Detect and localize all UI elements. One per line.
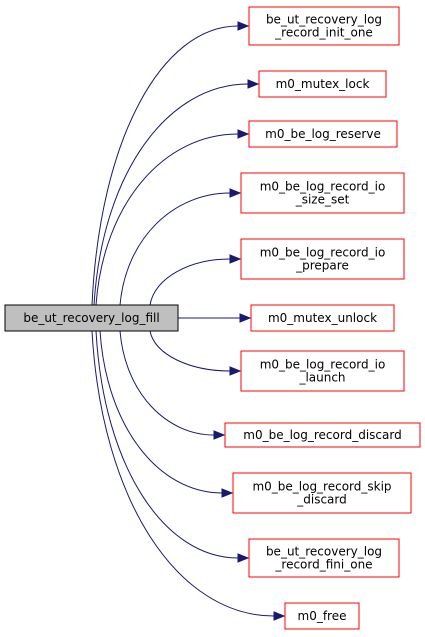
callee-node-be-ut-recovery-log-record-init-one[interactable]: be_ut_recovery_log_record_init_one xyxy=(248,6,400,46)
call-edge-be-ut-recovery-log-record-fini-one xyxy=(95,330,250,563)
node-label-line: _launch xyxy=(298,371,345,385)
node-label-line: _record_fini_one xyxy=(274,558,372,572)
callee-node-be-ut-recovery-log-record-fini-one[interactable]: be_ut_recovery_log_record_fini_one xyxy=(248,538,400,578)
call-edge-m0-free xyxy=(91,330,286,621)
node-label-line: be_ut_recovery_log xyxy=(266,13,382,27)
root-node-box xyxy=(4,304,179,332)
callee-node-box xyxy=(240,238,405,280)
callee-node-box xyxy=(258,70,387,98)
callee-node-box xyxy=(248,120,398,148)
callee-node-m0-be-log-record-skip-discard[interactable]: m0_be_log_record_skip_discard xyxy=(232,472,412,514)
callee-node-m0-be-log-reserve[interactable]: m0_be_log_reserve xyxy=(248,120,398,148)
callee-node-m0-mutex-unlock[interactable]: m0_mutex_unlock xyxy=(250,304,395,332)
call-edge-m0-mutex-unlock xyxy=(178,313,252,323)
node-label-line: _size_set xyxy=(295,193,350,207)
call-edge-m0-be-log-record-skip-discard xyxy=(99,330,234,498)
node-label-line: m0_mutex_lock xyxy=(276,77,370,91)
node-label-line: _record_init_one xyxy=(274,26,373,40)
callee-node-m0-be-log-record-discard[interactable]: m0_be_log_record_discard xyxy=(224,422,421,448)
node-label-line: m0_be_log_reserve xyxy=(265,127,381,141)
node-label-line: m0_be_log_record_discard xyxy=(243,428,401,442)
node-label-line: m0_be_log_record_skip xyxy=(252,480,391,494)
callee-node-box xyxy=(284,602,360,630)
node-label-line: m0_be_log_record_io xyxy=(260,358,386,372)
callee-node-m0-be-log-record-io-launch[interactable]: m0_be_log_record_io_launch xyxy=(240,350,405,392)
root-function-node[interactable]: be_ut_recovery_log_fill xyxy=(4,304,179,332)
callee-node-box xyxy=(224,422,421,448)
call-edge-m0-be-log-record-io-launch xyxy=(149,330,242,376)
callee-node-box xyxy=(248,538,400,578)
callee-node-m0-mutex-lock[interactable]: m0_mutex_lock xyxy=(258,70,387,98)
callee-node-box xyxy=(250,304,395,332)
node-label-line: m0_mutex_unlock xyxy=(268,311,377,325)
call-edge-be-ut-recovery-log-record-init-one xyxy=(91,21,250,306)
callee-node-m0-free[interactable]: m0_free xyxy=(284,602,360,630)
call-edge-m0-be-log-reserve xyxy=(95,129,250,306)
callee-node-m0-be-log-record-io-size-set[interactable]: m0_be_log_record_io_size_set xyxy=(240,172,405,214)
node-label-line: be_ut_recovery_log_fill xyxy=(23,311,159,325)
call-nodes: be_ut_recovery_log_fill be_ut_recovery_lo… xyxy=(4,6,421,630)
node-label-line: m0_be_log_record_io xyxy=(260,180,386,194)
node-label-line: _prepare xyxy=(295,259,349,273)
node-label-line: be_ut_recovery_log xyxy=(266,545,382,559)
callee-node-box xyxy=(248,6,400,46)
call-edge-m0-be-log-record-io-prepare xyxy=(149,254,242,306)
call-edge-m0-be-log-record-io-size-set xyxy=(119,188,242,306)
callee-node-m0-be-log-record-io-prepare[interactable]: m0_be_log_record_io_prepare xyxy=(240,238,405,280)
call-edges xyxy=(91,21,286,621)
call-edge-m0-be-log-record-discard xyxy=(119,330,226,440)
node-label-line: m0_be_log_record_io xyxy=(260,246,386,260)
callee-node-box xyxy=(232,472,412,514)
callee-node-box xyxy=(240,172,405,214)
callee-node-box xyxy=(240,350,405,392)
call-edge-m0-mutex-lock xyxy=(93,79,260,306)
node-label-line: m0_free xyxy=(298,609,347,623)
node-label-line: _discard xyxy=(296,493,347,507)
